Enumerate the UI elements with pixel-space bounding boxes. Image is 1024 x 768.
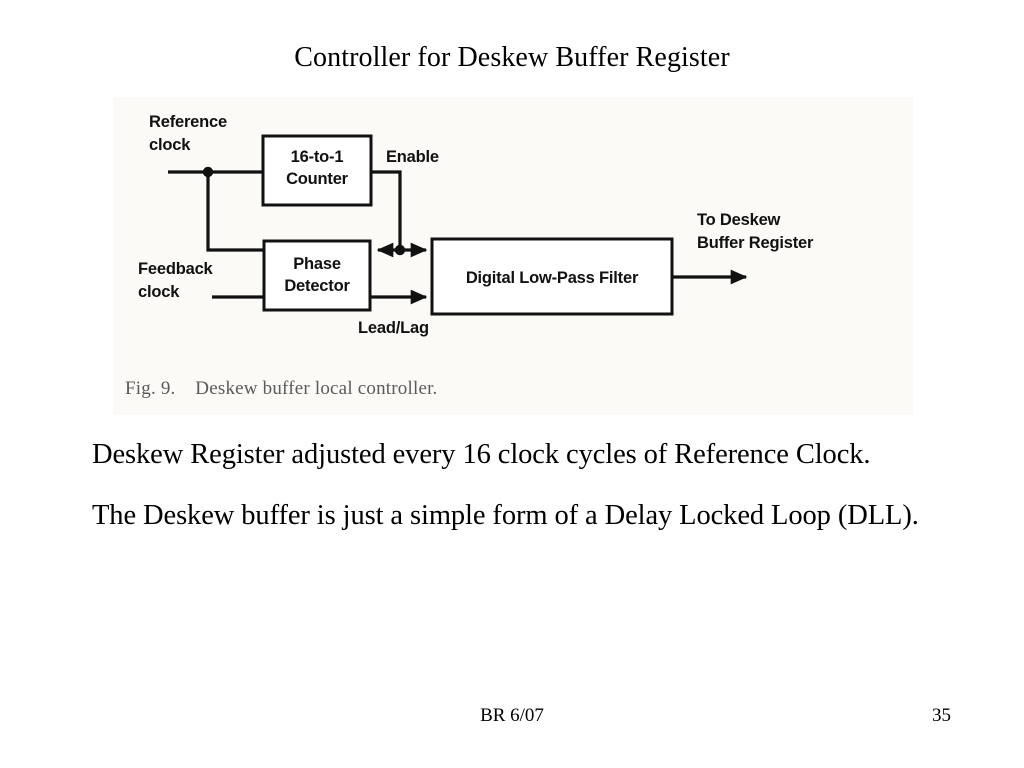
wire-enable: [371, 170, 428, 258]
label-output-line1: To Deskew: [697, 211, 781, 229]
block-counter-label-line1: 16-to-1: [291, 148, 344, 166]
footer-page-number: 35: [932, 705, 951, 726]
label-output-line2: Buffer Register: [697, 234, 814, 252]
label-feedback-clock-line1: Feedback: [138, 260, 214, 278]
block-phase-detector: Phase Detector: [262, 239, 372, 312]
block-counter: 16-to-1 Counter: [261, 134, 373, 207]
label-feedback-clock-line2: clock: [138, 283, 180, 301]
body-paragraph-2: The Deskew buffer is just a simple form …: [92, 500, 919, 531]
label-reference-clock-line1: Reference: [149, 113, 227, 131]
block-phase-detector-label-line2: Detector: [284, 277, 350, 295]
block-diagram-svg: 16-to-1 Counter Phase Detector Digital L…: [138, 113, 814, 337]
page-title: Controller for Deskew Buffer Register: [294, 42, 730, 73]
block-low-pass-filter: Digital Low-Pass Filter: [430, 237, 674, 316]
junction-dot-reference-clock: [202, 166, 214, 178]
junction-dot-enable: [394, 244, 406, 256]
footer-note: BR 6/07: [480, 705, 544, 726]
label-lead-lag: Lead/Lag: [358, 319, 429, 337]
block-low-pass-filter-label: Digital Low-Pass Filter: [466, 269, 639, 287]
body-paragraph-1: Deskew Register adjusted every 16 clock …: [92, 439, 871, 470]
figure-caption: Fig. 9. Deskew buffer local controller.: [125, 378, 438, 399]
body-text: Deskew Register adjusted every 16 clock …: [92, 435, 962, 557]
label-reference-clock-line2: clock: [149, 136, 191, 154]
label-enable: Enable: [386, 148, 439, 166]
block-phase-detector-label-line1: Phase: [293, 255, 341, 273]
block-counter-label-line2: Counter: [286, 170, 349, 188]
figure-block-diagram: 16-to-1 Counter Phase Detector Digital L…: [113, 97, 913, 415]
